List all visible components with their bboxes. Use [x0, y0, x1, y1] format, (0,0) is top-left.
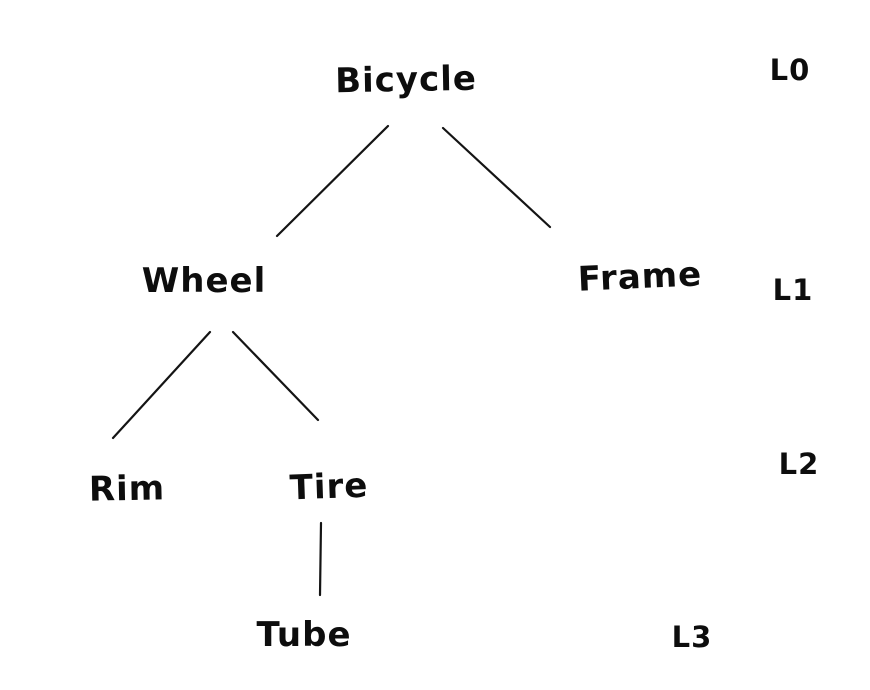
node-frame: Frame: [577, 254, 703, 300]
node-bicycle: Bicycle: [334, 58, 478, 102]
edge-tire-tube: [318, 521, 323, 597]
node-tire: Tire: [288, 465, 370, 509]
node-wheel: Wheel: [141, 261, 267, 301]
level-label-l2: L2: [778, 447, 820, 481]
level-label-l1: L1: [772, 273, 814, 307]
edge-bicycle-frame: [441, 126, 552, 229]
edge-bicycle-wheel: [275, 124, 390, 238]
edge-wheel-rim: [111, 330, 212, 440]
level-label-l3: L3: [671, 620, 713, 654]
edge-wheel-tire: [231, 330, 320, 422]
node-tube: Tube: [256, 615, 352, 655]
node-rim: Rim: [88, 468, 166, 510]
level-label-l0: L0: [769, 53, 811, 87]
